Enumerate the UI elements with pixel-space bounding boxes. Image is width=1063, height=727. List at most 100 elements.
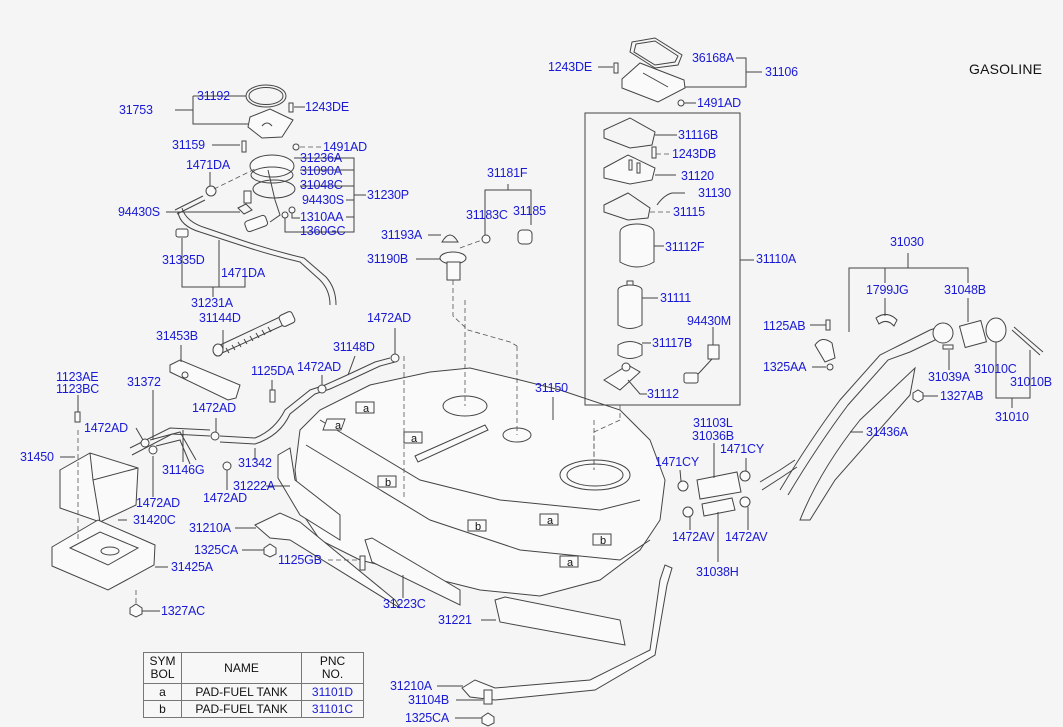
part-label-31030[interactable]: 31030 — [890, 235, 924, 249]
part-label-31193A[interactable]: 31193A — [381, 228, 422, 242]
gasket-36168A — [629, 37, 683, 69]
filler-pipe-end — [759, 459, 798, 491]
part-label-31210A[interactable]: 31210A — [390, 679, 432, 693]
part-label-31048C[interactable]: 31048C — [300, 178, 343, 192]
part-label-31192[interactable]: 31192 — [197, 89, 230, 103]
part-label-31112F[interactable]: 31112F — [665, 240, 705, 254]
part-label-94430S[interactable]: 94430S — [302, 193, 344, 207]
part-label-31111[interactable]: 31111 — [660, 291, 691, 305]
part-label-31150[interactable]: 31150 — [535, 381, 568, 395]
part-label-31159[interactable]: 31159 — [172, 138, 205, 152]
part-label-1799JG[interactable]: 1799JG — [866, 283, 909, 297]
part-label-1472AD[interactable]: 1472AD — [367, 311, 411, 325]
part-label-31210A[interactable]: 31210A — [189, 521, 231, 535]
part-label-31103L[interactable]: 31103L — [693, 416, 733, 430]
part-label-36168A[interactable]: 36168A — [692, 51, 734, 65]
part-label-1243DB[interactable]: 1243DB — [672, 147, 716, 161]
pad-a: a — [539, 513, 559, 527]
part-label-31110A[interactable]: 31110A — [756, 252, 797, 266]
cover-plate-31753 — [247, 108, 294, 139]
part-label-31036B[interactable]: 31036B — [692, 429, 734, 443]
part-label-1472AD[interactable]: 1472AD — [192, 401, 236, 415]
part-label-31183C[interactable]: 31183C — [466, 208, 508, 222]
part-label-31185[interactable]: 31185 — [513, 204, 546, 218]
part-label-31112[interactable]: 31112 — [647, 387, 679, 401]
part-label-31450[interactable]: 31450 — [20, 450, 54, 464]
part-label-31144D[interactable]: 31144D — [199, 311, 241, 325]
part-label-31425A[interactable]: 31425A — [171, 560, 213, 574]
part-label-1243DE[interactable]: 1243DE — [305, 100, 349, 114]
part-label-1360GC[interactable]: 1360GC — [300, 224, 346, 238]
part-label-31222A[interactable]: 31222A — [233, 479, 275, 493]
filler-neck-31436A — [779, 322, 954, 521]
part-label-31420C[interactable]: 31420C — [133, 513, 176, 527]
part-label-31436A[interactable]: 31436A — [866, 425, 908, 439]
part-label-31104B[interactable]: 31104B — [408, 693, 449, 707]
part-label-31148D[interactable]: 31148D — [333, 340, 375, 354]
part-label-31753[interactable]: 31753 — [119, 103, 153, 117]
part-label-31010[interactable]: 31010 — [995, 410, 1029, 424]
part-label-31453B[interactable]: 31453B — [156, 329, 198, 343]
bolt-31104B — [483, 689, 493, 705]
part-label-31117B[interactable]: 31117B — [652, 336, 693, 350]
part-label-31231A[interactable]: 31231A — [191, 296, 233, 310]
part-label-31106[interactable]: 31106 — [765, 65, 798, 79]
part-label-31115[interactable]: 31115 — [673, 205, 705, 219]
part-label-31048B[interactable]: 31048B — [944, 283, 986, 297]
part-label-1471CY[interactable]: 1471CY — [655, 455, 699, 469]
part-label-1472AD[interactable]: 1472AD — [297, 360, 341, 374]
pad-markers: a a a b b a b a — [322, 401, 612, 569]
part-label-1125AB[interactable]: 1125AB — [763, 319, 806, 333]
part-label-1310AA[interactable]: 1310AA — [300, 210, 344, 224]
part-label-1125GB[interactable]: 1125GB — [278, 553, 322, 567]
part-label-1472AD[interactable]: 1472AD — [203, 491, 247, 505]
part-label-31010B[interactable]: 31010B — [1010, 375, 1052, 389]
part-label-1123BC[interactable]: 1123BC — [56, 382, 100, 396]
part-label-31372[interactable]: 31372 — [127, 375, 161, 389]
part-label-1327AC[interactable]: 1327AC — [161, 604, 205, 618]
part-label-1325AA[interactable]: 1325AA — [763, 360, 807, 374]
part-label-31039A[interactable]: 31039A — [928, 370, 970, 384]
part-label-31335D[interactable]: 31335D — [162, 253, 205, 267]
part-label-1472AV[interactable]: 1472AV — [725, 530, 768, 544]
part-label-31230P[interactable]: 31230P — [367, 188, 409, 202]
part-label-1471DA[interactable]: 1471DA — [221, 266, 265, 280]
protector-31223C — [364, 537, 461, 606]
tether-31010B — [1011, 326, 1044, 356]
part-label-31146G[interactable]: 31146G — [162, 463, 205, 477]
part-label-31221[interactable]: 31221 — [438, 613, 472, 627]
part-label-1325CA[interactable]: 1325CA — [405, 711, 449, 725]
part-label-31223C[interactable]: 31223C — [383, 597, 426, 611]
connector — [174, 195, 206, 215]
part-label-31038H[interactable]: 31038H — [696, 565, 739, 579]
part-label-1123AE[interactable]: 1123AE — [56, 370, 99, 384]
part-label-31116B[interactable]: 31116B — [678, 128, 719, 142]
part-label-1491AD[interactable]: 1491AD — [697, 96, 741, 110]
part-label-1125DA[interactable]: 1125DA — [251, 364, 295, 378]
part-label-1243DE[interactable]: 1243DE — [548, 60, 592, 74]
part-label-31090A[interactable]: 31090A — [300, 164, 342, 178]
part-label-1327AB[interactable]: 1327AB — [940, 389, 984, 403]
part-label-1471DA[interactable]: 1471DA — [186, 158, 230, 172]
part-label-31010C[interactable]: 31010C — [974, 362, 1017, 376]
legend-pnc-link[interactable]: 31101C — [301, 700, 364, 718]
legend-name: PAD-FUEL TANK — [181, 683, 302, 701]
nut-1325CA-lower — [481, 712, 495, 727]
part-label-31120[interactable]: 31120 — [681, 169, 714, 183]
legend-pnc-link[interactable]: 31101D — [301, 683, 364, 701]
part-label-31342[interactable]: 31342 — [238, 456, 272, 470]
part-label-94430M[interactable]: 94430M — [687, 314, 731, 328]
part-label-31236A[interactable]: 31236A — [300, 151, 342, 165]
nut-1325AA — [826, 363, 834, 371]
part-label-31181F[interactable]: 31181F — [487, 166, 528, 180]
part-label-1471CY[interactable]: 1471CY — [720, 442, 764, 456]
part-label-1325CA[interactable]: 1325CA — [194, 543, 238, 557]
part-label-1472AD[interactable]: 1472AD — [84, 421, 128, 435]
part-label-1472AV[interactable]: 1472AV — [672, 530, 715, 544]
part-label-31130[interactable]: 31130 — [698, 186, 731, 200]
part-label-1472AD[interactable]: 1472AD — [136, 496, 180, 510]
part-label-1491AD[interactable]: 1491AD — [323, 140, 367, 154]
part-label-31190B[interactable]: 31190B — [367, 252, 408, 266]
legend-header-name: NAME — [181, 652, 302, 684]
part-label-94430S[interactable]: 94430S — [118, 205, 160, 219]
